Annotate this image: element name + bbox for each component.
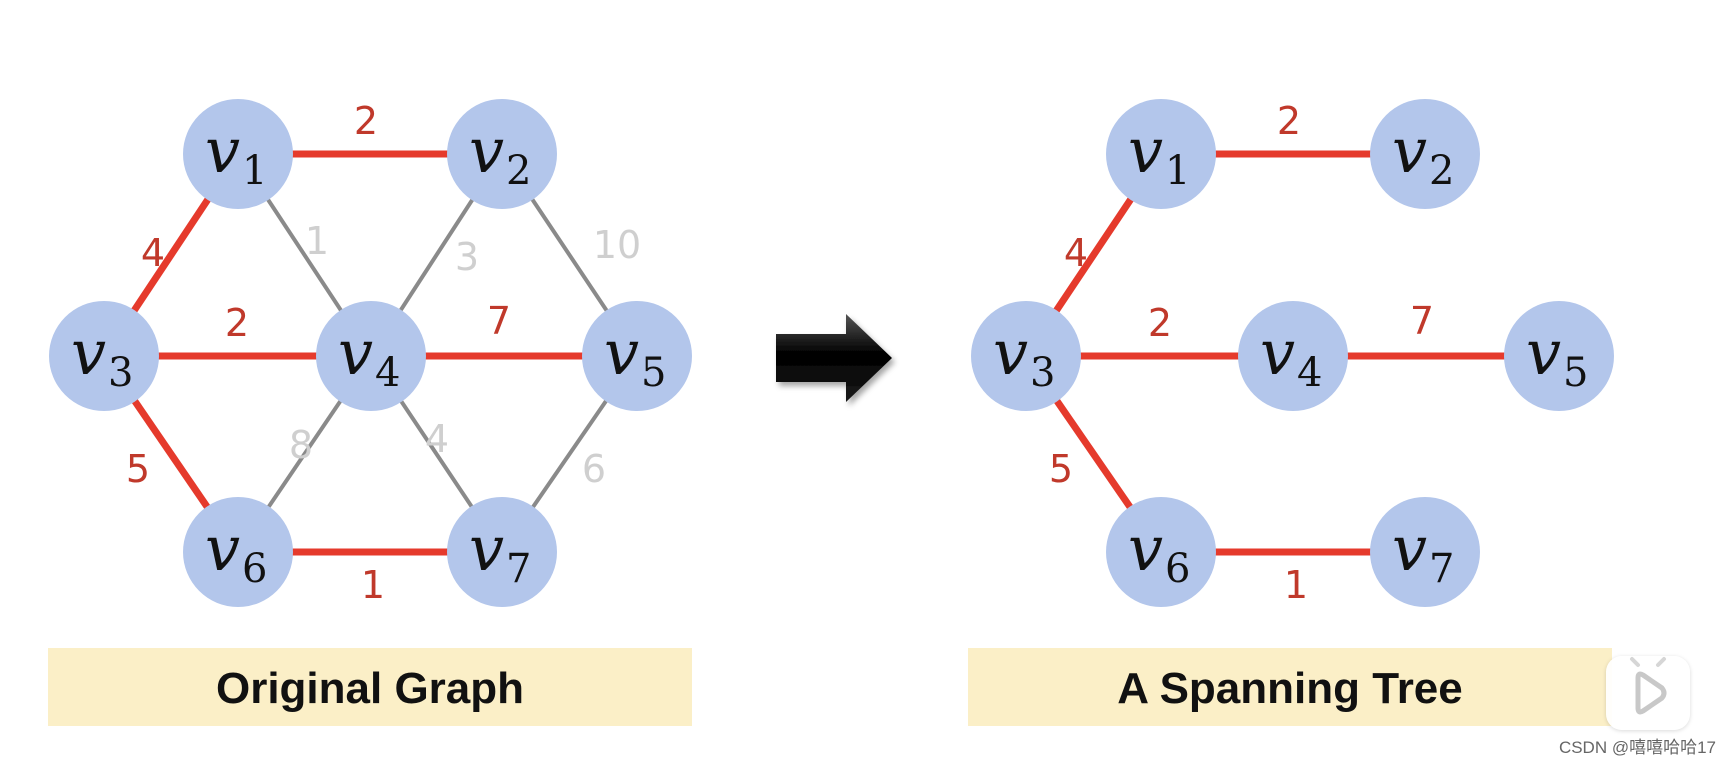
node-circle <box>49 301 159 411</box>
node-subscript: 6 <box>1165 546 1190 592</box>
node-circle <box>183 99 293 209</box>
edge-weight-v4-v7: 4 <box>425 417 449 461</box>
edge-weight-v5-v7: 6 <box>582 447 606 491</box>
edge-weight-v1-v4: 1 <box>305 219 329 263</box>
edge-weight-v6-v7: 1 <box>1284 563 1308 607</box>
edge-weight-v6-v7: 1 <box>361 563 385 607</box>
edge-weights: 2 4 1 3 10 2 7 5 8 4 6 1 <box>126 99 641 607</box>
node-circle <box>1370 497 1480 607</box>
node-letter: v <box>1526 316 1561 389</box>
node-letter: v <box>1392 114 1427 187</box>
edge-weight-v1-v3: 4 <box>1064 231 1088 275</box>
edge-weights: 2 4 2 7 5 1 <box>1049 99 1434 607</box>
node-subscript: 1 <box>242 148 267 194</box>
node-subscript: 7 <box>1429 546 1454 592</box>
node-circle <box>1504 301 1614 411</box>
edge-weight-v1-v2: 2 <box>354 99 378 143</box>
node-subscript: 3 <box>108 350 133 396</box>
node-letter: v <box>71 316 106 389</box>
node-subscript: 6 <box>242 546 267 592</box>
play-icon <box>1630 657 1667 715</box>
node-letter: v <box>1128 512 1163 585</box>
node-circle <box>447 99 557 209</box>
node-subscript: 5 <box>1563 350 1588 396</box>
edge-weight-v2-v5: 10 <box>593 223 641 267</box>
caption-tree-box <box>968 648 1612 726</box>
node-subscript: 2 <box>1429 148 1454 194</box>
edge-weight-v1-v3: 4 <box>141 231 165 275</box>
edge-weight-v1-v2: 2 <box>1277 99 1301 143</box>
node-letter: v <box>604 316 639 389</box>
watermark: CSDN @嘻嘻哈哈17 <box>1558 738 1716 757</box>
node-subscript: 4 <box>375 350 400 396</box>
edge-weight-v3-v4: 2 <box>1148 301 1172 345</box>
edge-weight-v2-v4: 3 <box>455 235 479 279</box>
node-letter: v <box>205 512 240 585</box>
node-subscript: 4 <box>1297 350 1322 396</box>
node-letter: v <box>1260 316 1295 389</box>
caption-original-box <box>48 648 692 726</box>
node-letter: v <box>469 512 504 585</box>
edge-weight-v3-v6: 5 <box>1049 447 1073 491</box>
node-letter: v <box>469 114 504 187</box>
node-letter: v <box>338 316 373 389</box>
edge-weight-v3-v6: 5 <box>126 447 150 491</box>
node-subscript: 1 <box>1165 148 1190 194</box>
edge-weight-v3-v4: 2 <box>225 301 249 345</box>
node-circle <box>447 497 557 607</box>
right-arrow-icon <box>776 314 892 402</box>
caption-tree: A Spanning Tree <box>968 648 1612 726</box>
node-subscript: 3 <box>1030 350 1055 396</box>
caption-tree-text: A Spanning Tree <box>1117 664 1463 713</box>
edge-weight-v4-v6: 8 <box>289 423 313 467</box>
caption-original: Original Graph <box>48 648 692 726</box>
node-circle <box>1106 99 1216 209</box>
node-letter: v <box>1128 114 1163 187</box>
caption-original-text: Original Graph <box>216 664 524 713</box>
node-circle <box>1370 99 1480 209</box>
play-button[interactable] <box>1606 656 1690 730</box>
node-letter: v <box>1392 512 1427 585</box>
node-circle <box>582 301 692 411</box>
node-subscript: 2 <box>506 148 531 194</box>
edge-weight-v4-v5: 7 <box>487 299 511 343</box>
node-subscript: 7 <box>506 546 531 592</box>
node-circle <box>316 301 426 411</box>
node-letter: v <box>205 114 240 187</box>
node-letter: v <box>993 316 1028 389</box>
node-subscript: 5 <box>641 350 666 396</box>
node-circle <box>971 301 1081 411</box>
node-circle <box>183 497 293 607</box>
node-circle <box>1238 301 1348 411</box>
edge-weight-v4-v5: 7 <box>1410 299 1434 343</box>
node-circle <box>1106 497 1216 607</box>
